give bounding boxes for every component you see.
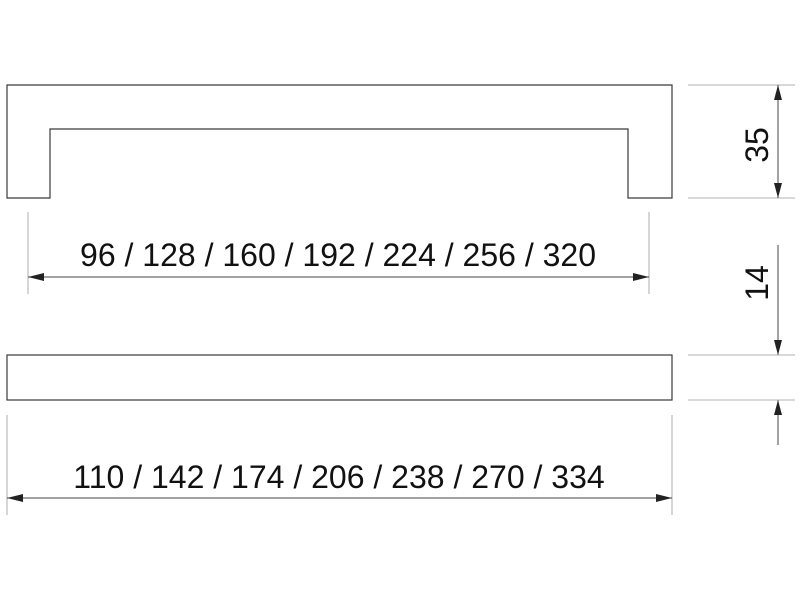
dimension-35: 35 [739,85,782,198]
dimension-label-overall-length: 110 / 142 / 174 / 206 / 238 / 270 / 334 [73,459,604,495]
dimension-label-14: 14 [739,265,775,301]
handle-top-view [6,354,673,401]
dimension-label-hole-spacing: 96 / 128 / 160 / 192 / 224 / 256 / 320 [80,237,596,273]
handle-front-view [6,84,673,199]
dimension-label-35: 35 [739,127,775,163]
dimension-hole-spacing: 96 / 128 / 160 / 192 / 224 / 256 / 320 [27,212,650,294]
dimension-overall-length: 110 / 142 / 174 / 206 / 238 / 270 / 334 [6,415,673,515]
dimension-14: 14 [739,245,782,445]
